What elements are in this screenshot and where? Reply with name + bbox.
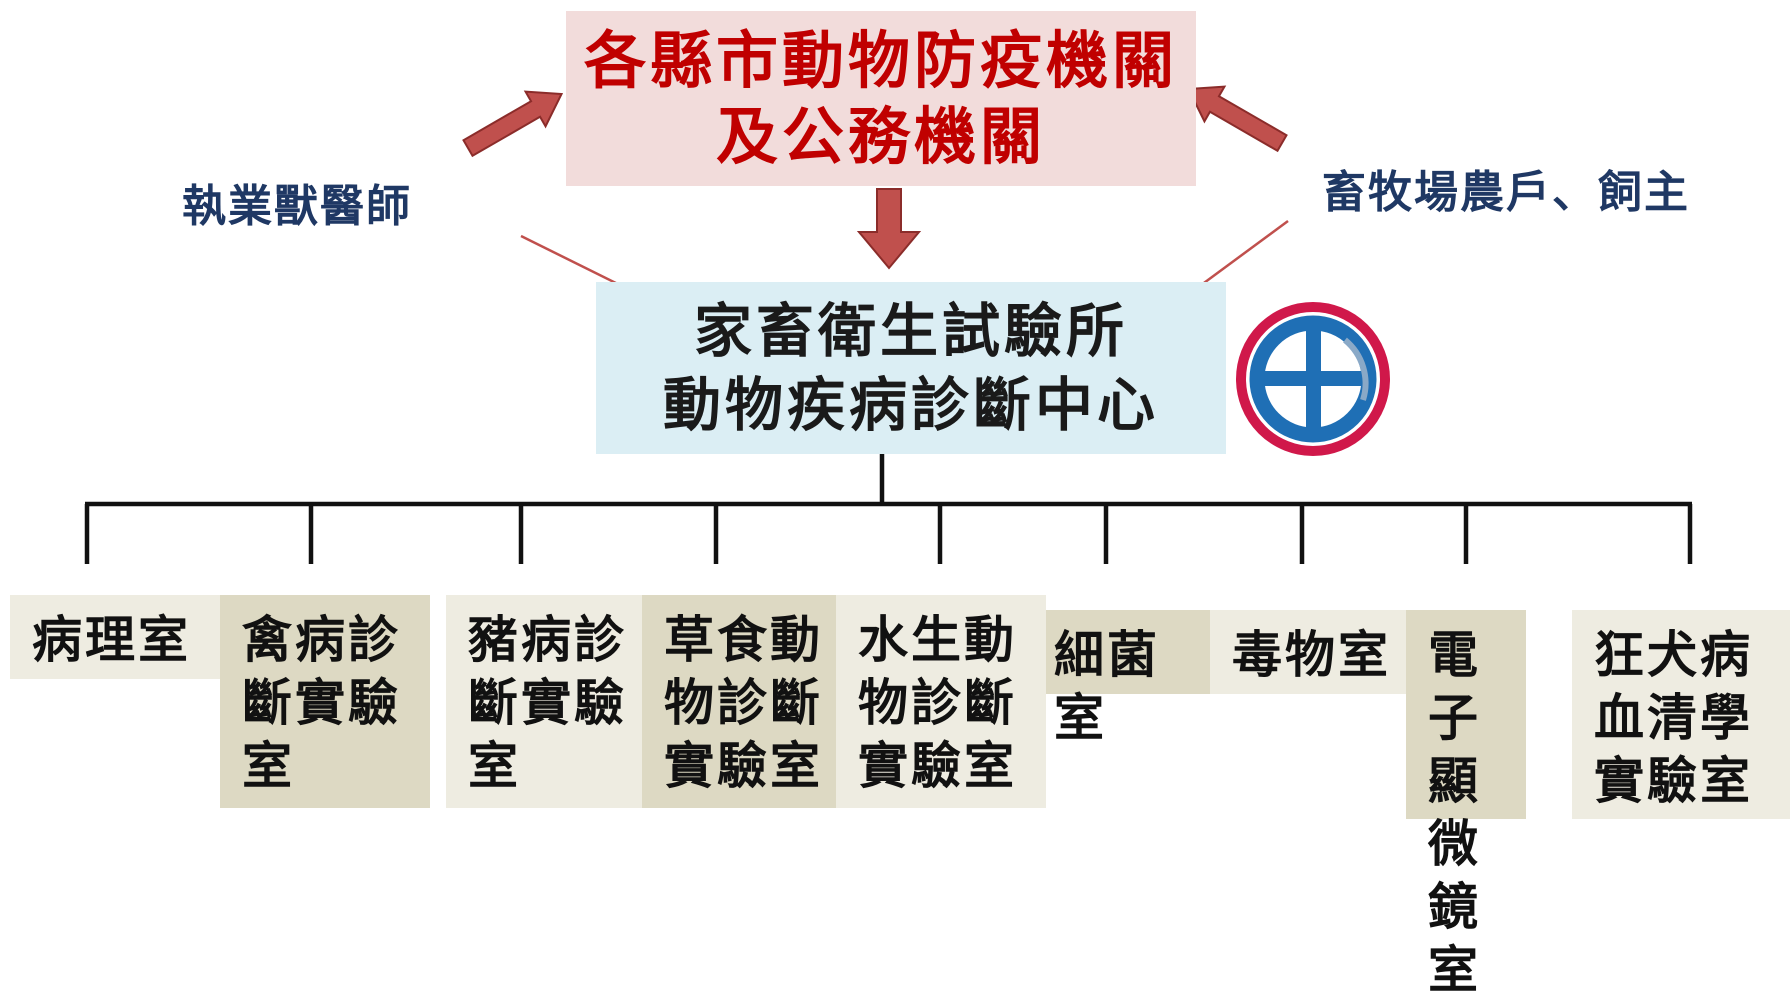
top-authority-box: 各縣市動物防疫機關 及公務機關	[566, 11, 1196, 186]
lab-rabies-line-2: 血清學	[1594, 689, 1753, 747]
lab-herbivore-line-3: 實驗室	[664, 737, 823, 795]
lab-herbivore-line-1: 草食動	[664, 611, 823, 669]
center-institute-box: 家畜衛生試驗所 動物疾病診斷中心	[596, 282, 1226, 454]
center-box-line-2: 動物疾病診斷中心	[662, 371, 1159, 439]
lab-em-line-1: 電子	[1428, 626, 1481, 747]
lab-swine-line-2: 斷實驗	[468, 674, 627, 732]
lab-swine-line-3: 室	[468, 737, 521, 795]
lab-em-line-2: 顯微	[1428, 752, 1481, 873]
lab-aquatic-line-1: 水生動	[858, 611, 1017, 669]
lab-swine-disease: 豬病診 斷實驗 室	[446, 595, 642, 808]
institute-logo-icon	[1236, 302, 1390, 456]
right-label-farmers: 畜牧場農戶、飼主	[1322, 167, 1690, 218]
lab-avian-disease: 禽病診 斷實驗 室	[220, 595, 430, 808]
lab-aquatic-line-3: 實驗室	[858, 737, 1017, 795]
lab-herbivore-disease: 草食動 物診斷 實驗室	[642, 595, 836, 808]
lab-em-line-3: 鏡室	[1428, 878, 1481, 999]
lab-avian-line-1: 禽病診	[242, 611, 401, 669]
lab-bacteriology-line-1: 細菌室	[1054, 626, 1160, 747]
lab-rabies-serology: 狂犬病 血清學 實驗室	[1572, 610, 1790, 819]
lab-avian-line-2: 斷實驗	[242, 674, 401, 732]
lab-pathology-line-1: 病理室	[32, 611, 191, 669]
lab-avian-line-3: 室	[242, 737, 295, 795]
connector-layer	[84, 85, 1693, 564]
top-box-line-1: 各縣市動物防疫機關	[583, 23, 1178, 97]
lab-pathology: 病理室	[10, 595, 220, 679]
lab-rabies-line-1: 狂犬病	[1594, 626, 1753, 684]
lab-aquatic-disease: 水生動 物診斷 實驗室	[836, 595, 1046, 808]
org-tree-lines	[84, 447, 1693, 564]
arrow-top-to-center	[856, 188, 922, 270]
lab-bacteriology: 細菌室	[1046, 610, 1210, 747]
top-box-line-2: 及公務機關	[715, 99, 1046, 173]
arrow-left-to-top	[462, 90, 564, 158]
lab-electron-microscopy: 電子 顯微 鏡室	[1406, 610, 1526, 999]
lab-aquatic-line-2: 物診斷	[858, 674, 1017, 732]
center-box-line-1: 家畜衛生試驗所	[693, 297, 1128, 365]
lab-toxicology: 毒物室	[1210, 610, 1406, 694]
lab-rabies-line-3: 實驗室	[1594, 752, 1753, 810]
lab-herbivore-line-2: 物診斷	[664, 674, 823, 732]
arrow-right-to-top	[1186, 85, 1288, 153]
lab-toxicology-line-1: 毒物室	[1232, 626, 1391, 684]
lab-swine-line-1: 豬病診	[468, 611, 627, 669]
left-label-veterinarian: 執業獸醫師	[182, 181, 412, 232]
